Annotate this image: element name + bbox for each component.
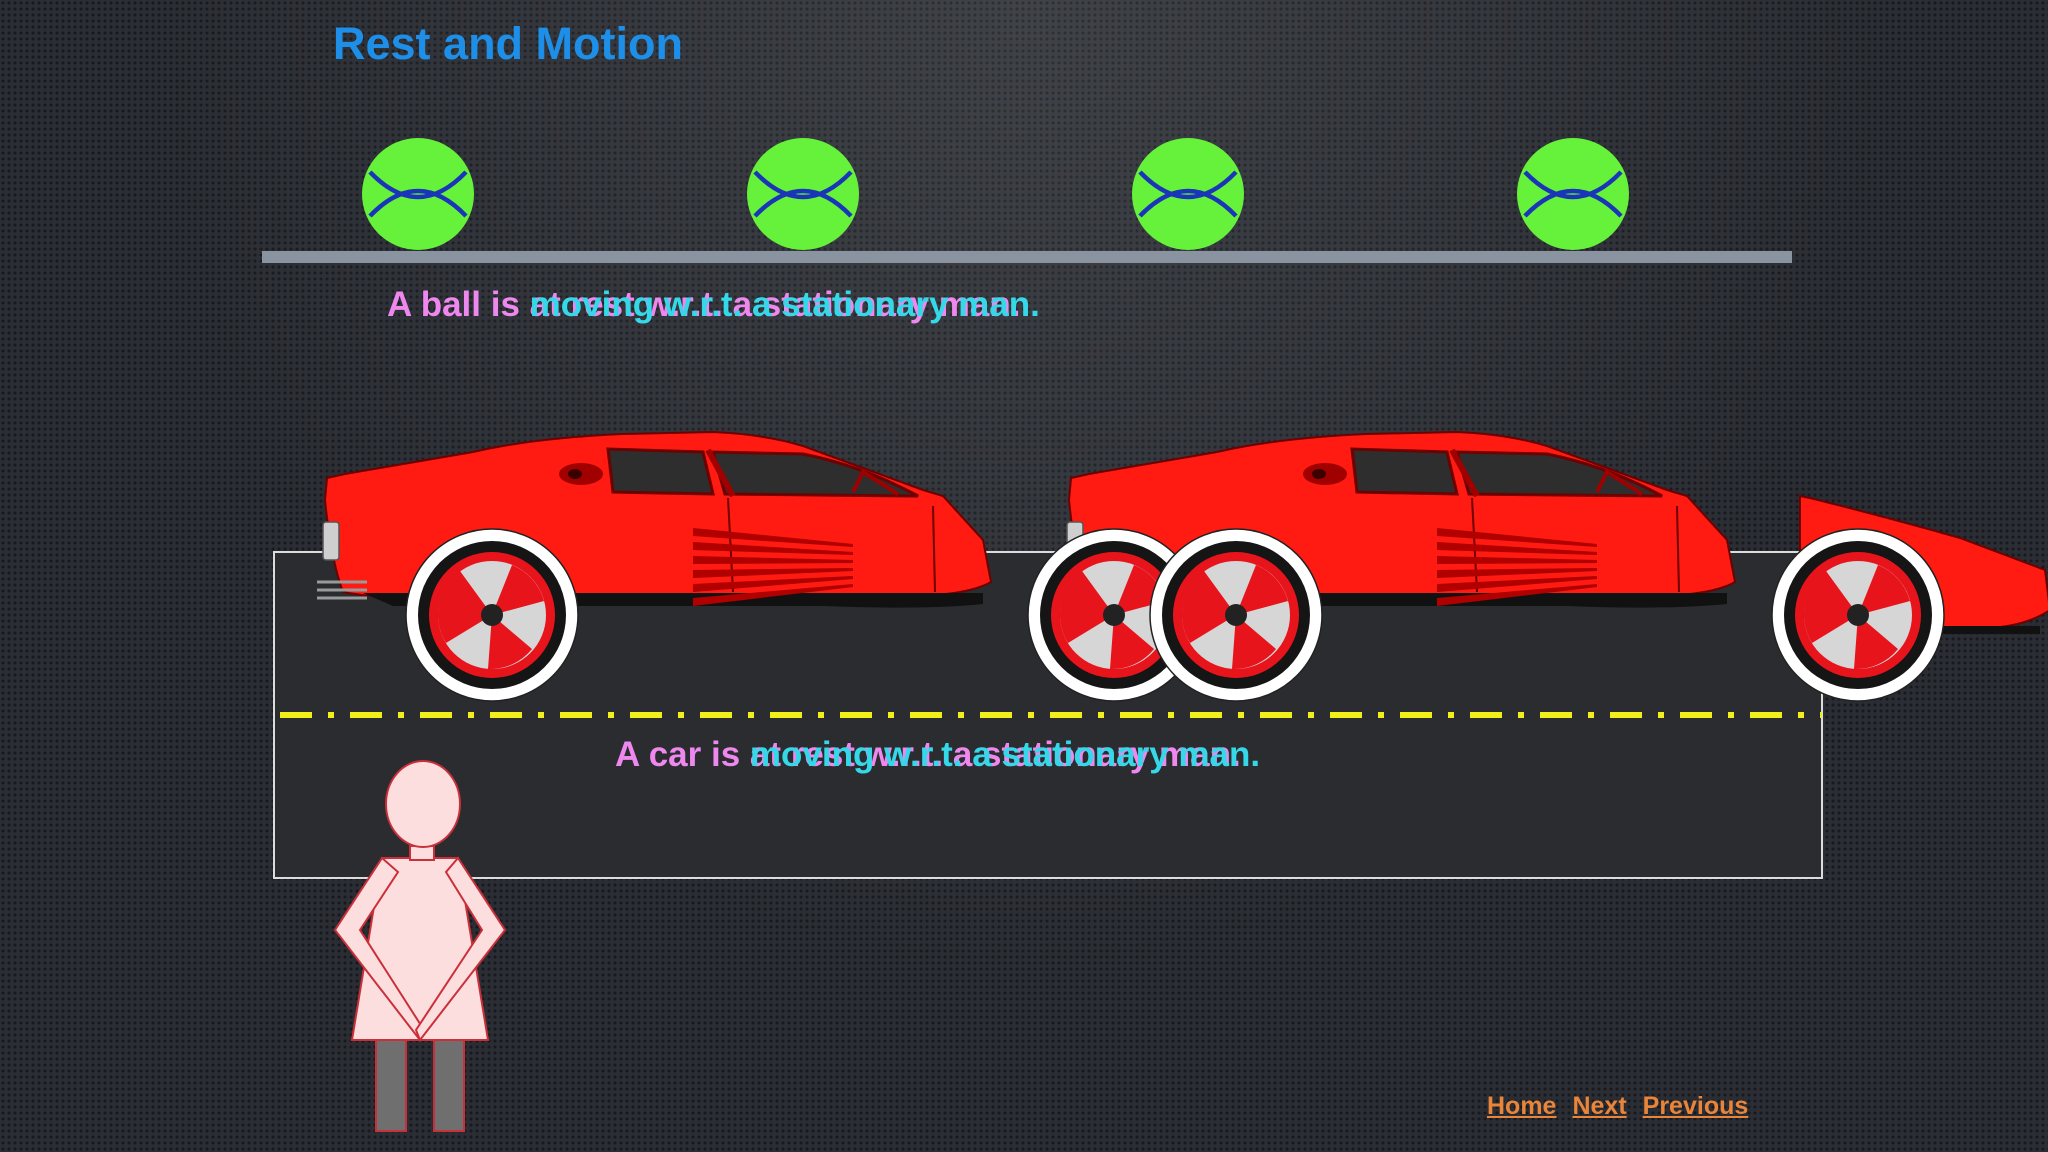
next-link[interactable]: Next [1572,1092,1627,1120]
ball-caption: A ball is at rest w.r.t. a stationary ma… [387,285,1040,325]
stationary-man [333,760,507,1132]
car-2-rear-wheel [1149,528,1323,702]
car-2-front-wheel [1771,528,1945,702]
tennis-ball-4 [1517,138,1629,250]
ball-track [262,251,1792,263]
tennis-ball-1 [362,138,474,250]
car-caption-rest: at rest w.r.t. a stationary man. [749,735,1241,774]
home-link[interactable]: Home [1487,1092,1557,1120]
slide-title: Rest and Motion [333,18,683,69]
ball-caption-moving: moving w.r.t. a stationary man. [529,285,1040,324]
slide-navigation: Home Next Previous [1487,1092,1764,1121]
ball-caption-rest: at rest w.r.t. a stationary man. [529,285,1021,324]
previous-link[interactable]: Previous [1642,1092,1749,1120]
car-1-rear-wheel [405,528,579,702]
tennis-ball-3 [1132,138,1244,250]
tennis-ball-2 [747,138,859,250]
ball-caption-lead: A ball is [387,285,530,324]
car-caption: A car is at rest w.r.t. a stationary man… [615,735,1260,775]
car-caption-lead: A car is [615,735,750,774]
car-caption-moving: moving w.r.t. a stationary man. [749,735,1261,774]
